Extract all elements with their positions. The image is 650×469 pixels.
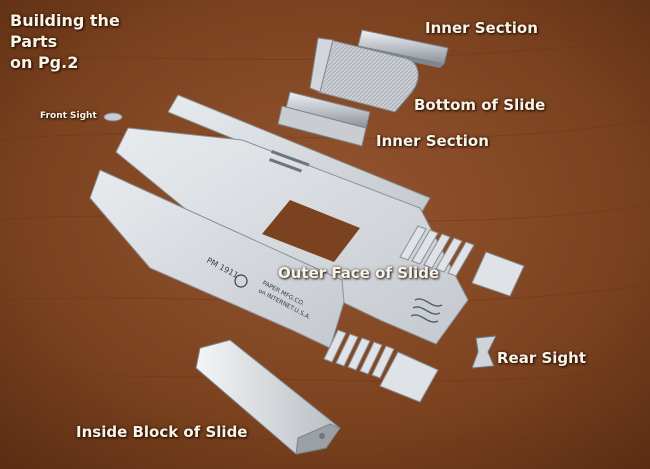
inner-face-sheet: PM 1911 PAPER MFG.CO. on INTERNET.U.S.A. xyxy=(89,169,345,349)
label-rear-sight: Rear Sight xyxy=(497,349,586,367)
label-bottom-of-slide: Bottom of Slide xyxy=(414,96,546,114)
emblem-icon xyxy=(234,274,248,288)
rear-sight-part xyxy=(471,335,497,369)
inside-block-of-slide-part xyxy=(195,339,341,455)
label-outer-face-of-slide: Outer Face of Slide xyxy=(278,264,440,282)
front-sight-part xyxy=(103,112,123,122)
label-front-sight: Front Sight xyxy=(40,111,97,121)
lower-slats xyxy=(323,329,439,403)
outer-face-of-slide-part xyxy=(115,127,469,345)
title-line-2: on Pg.2 xyxy=(10,53,79,72)
title-line-1: Building the Parts xyxy=(10,11,120,51)
page-title: Building the Parts on Pg.2 xyxy=(10,10,170,73)
label-inner-section-top: Inner Section xyxy=(425,19,538,37)
bottom-of-slide-part xyxy=(309,37,419,113)
label-inner-section-mid: Inner Section xyxy=(376,132,489,150)
label-inside-block-of-slide: Inside Block of Slide xyxy=(76,423,248,441)
inner-section-mid-part xyxy=(277,91,371,147)
outer-face-slats xyxy=(399,225,525,297)
